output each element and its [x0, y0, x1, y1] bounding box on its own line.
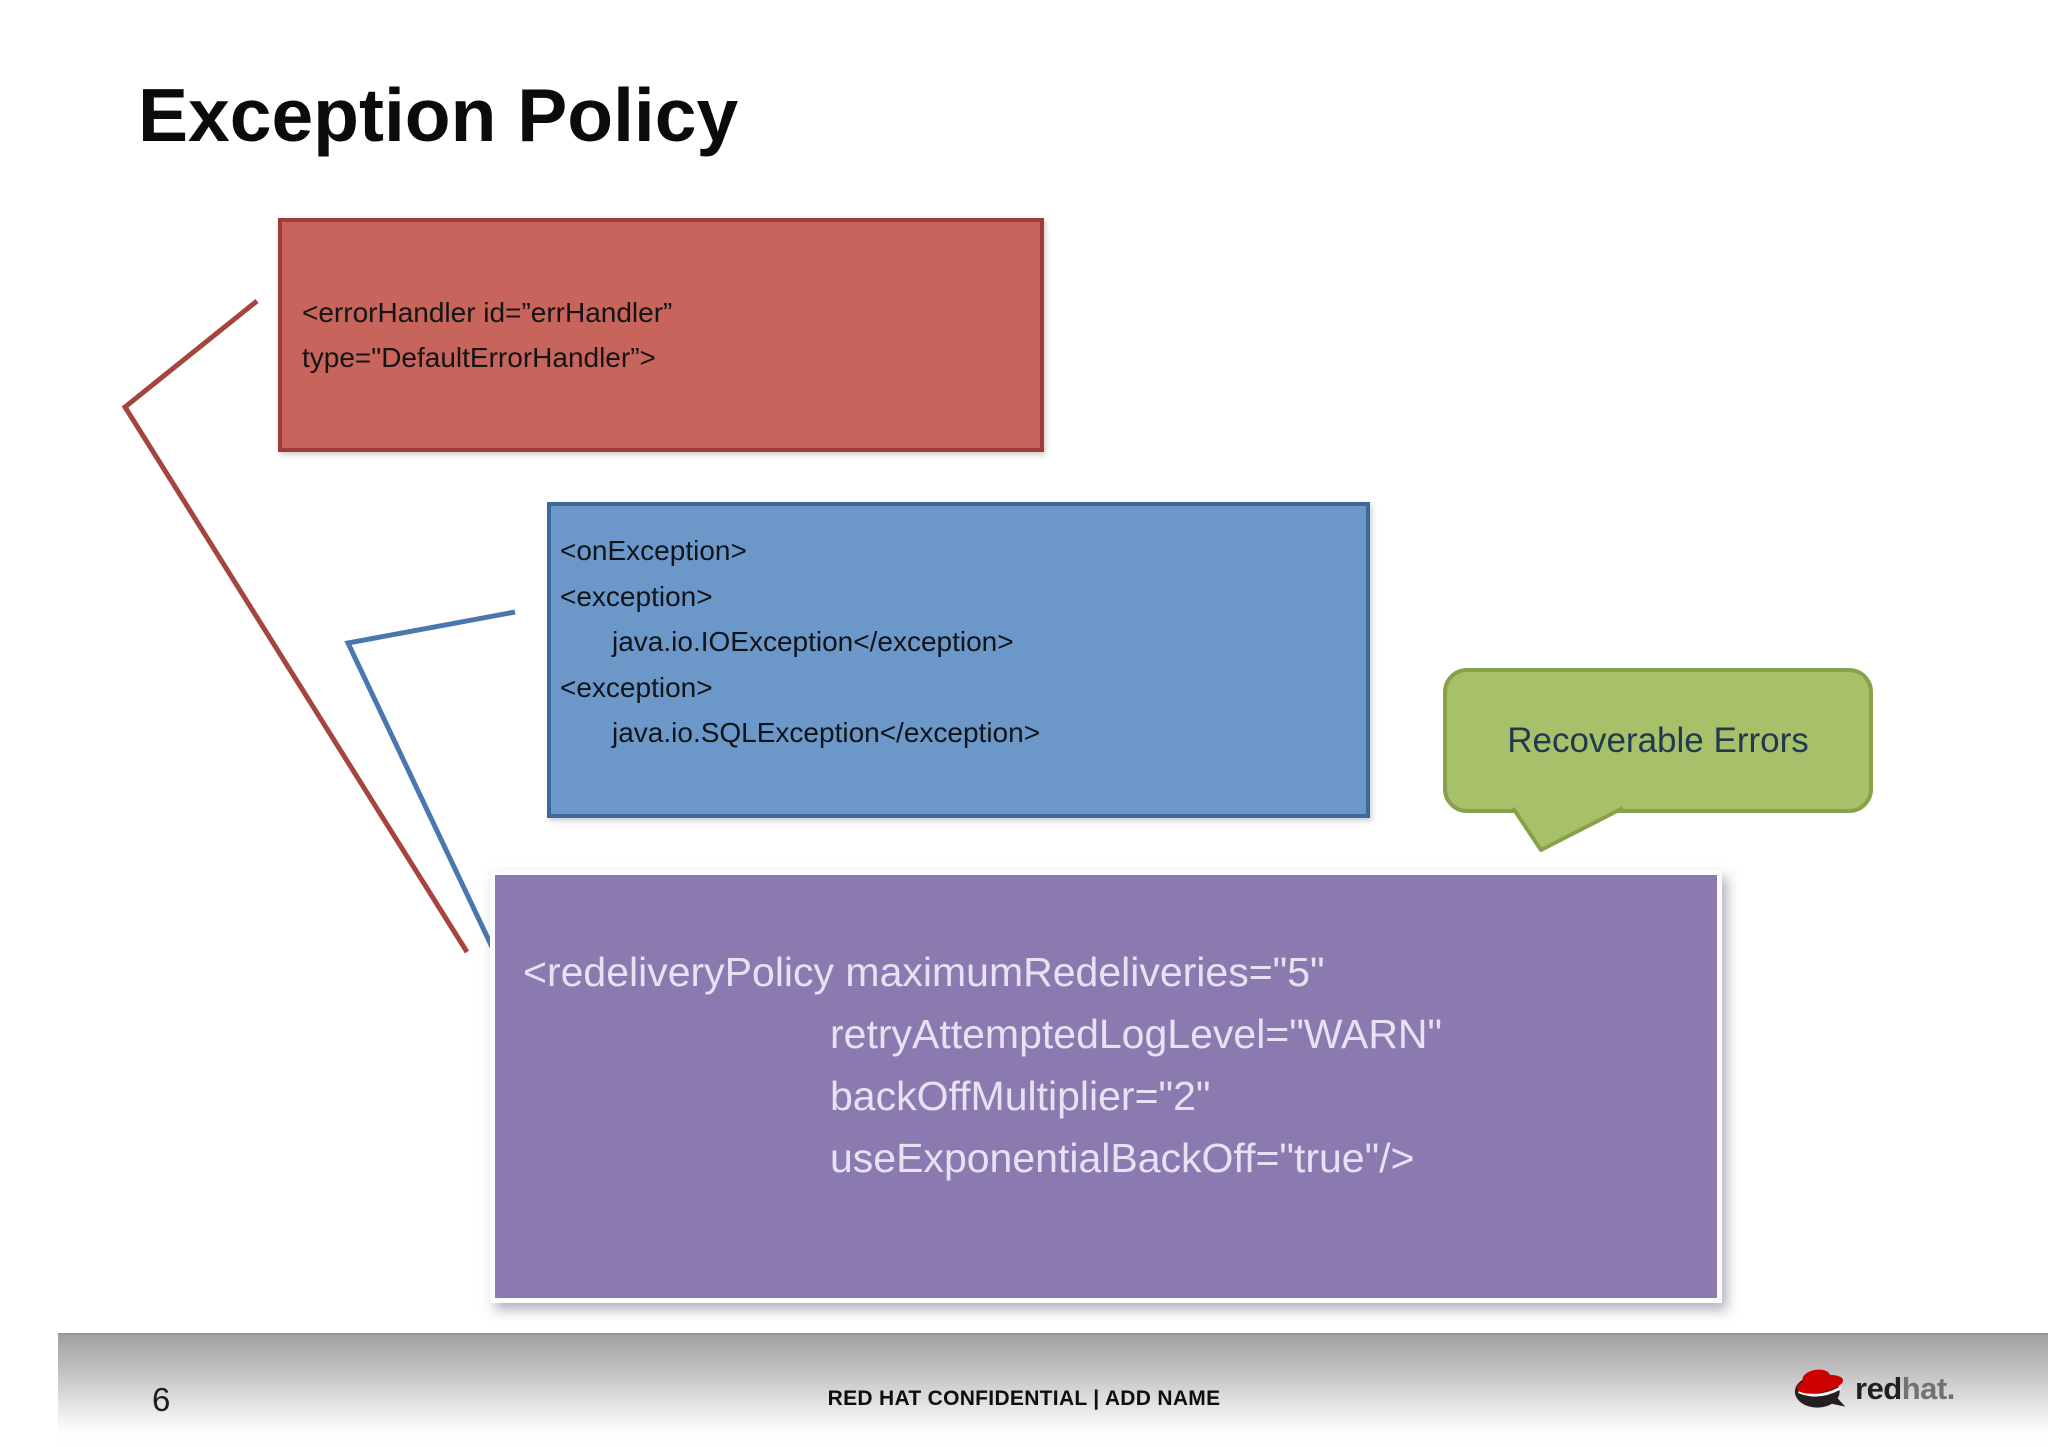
code-line: <exception> — [560, 671, 713, 703]
footer-bar — [58, 1333, 2048, 1447]
onexception-code-box: <onException> <exception> java.io.IOExce… — [547, 502, 1370, 818]
code-line: retryAttemptedLogLevel="WARN" — [830, 1011, 1443, 1057]
slide-title: Exception Policy — [138, 73, 739, 157]
code-line: type="DefaultErrorHandler”> — [302, 342, 656, 373]
redhat-fedora-icon — [1794, 1369, 1846, 1408]
code-line: <onException> — [560, 535, 747, 566]
code-line: <redeliveryPolicy maximumRedeliveries="5… — [523, 949, 1325, 995]
errorhandler-code-box: <errorHandler id=”errHandler” type="Defa… — [278, 218, 1044, 452]
page-number: 6 — [152, 1381, 171, 1418]
recoverable-errors-callout: Recoverable Errors — [1443, 668, 1873, 813]
redhat-logo: redhat. — [1793, 1366, 1955, 1410]
code-line: <exception> — [560, 580, 713, 612]
logo-hat-text: hat. — [1901, 1371, 1956, 1406]
code-line: java.io.SQLException</exception> — [612, 717, 1041, 748]
logo-red-text: red — [1855, 1371, 1902, 1406]
code-line: backOffMultiplier="2" — [830, 1073, 1211, 1119]
code-line: <errorHandler id=”errHandler” — [302, 297, 673, 328]
redhat-wordmark: redhat. — [1855, 1373, 1955, 1410]
redeliverypolicy-code-box: <redeliveryPolicy maximumRedeliveries="5… — [490, 870, 1722, 1303]
code-line: java.io.IOException</exception> — [612, 626, 1014, 657]
code-line: useExponentialBackOff="true"/> — [830, 1135, 1415, 1181]
footer-confidential-text: RED HAT CONFIDENTIAL | ADD NAME — [827, 1387, 1221, 1410]
callout-label: Recoverable Errors — [1507, 720, 1809, 760]
